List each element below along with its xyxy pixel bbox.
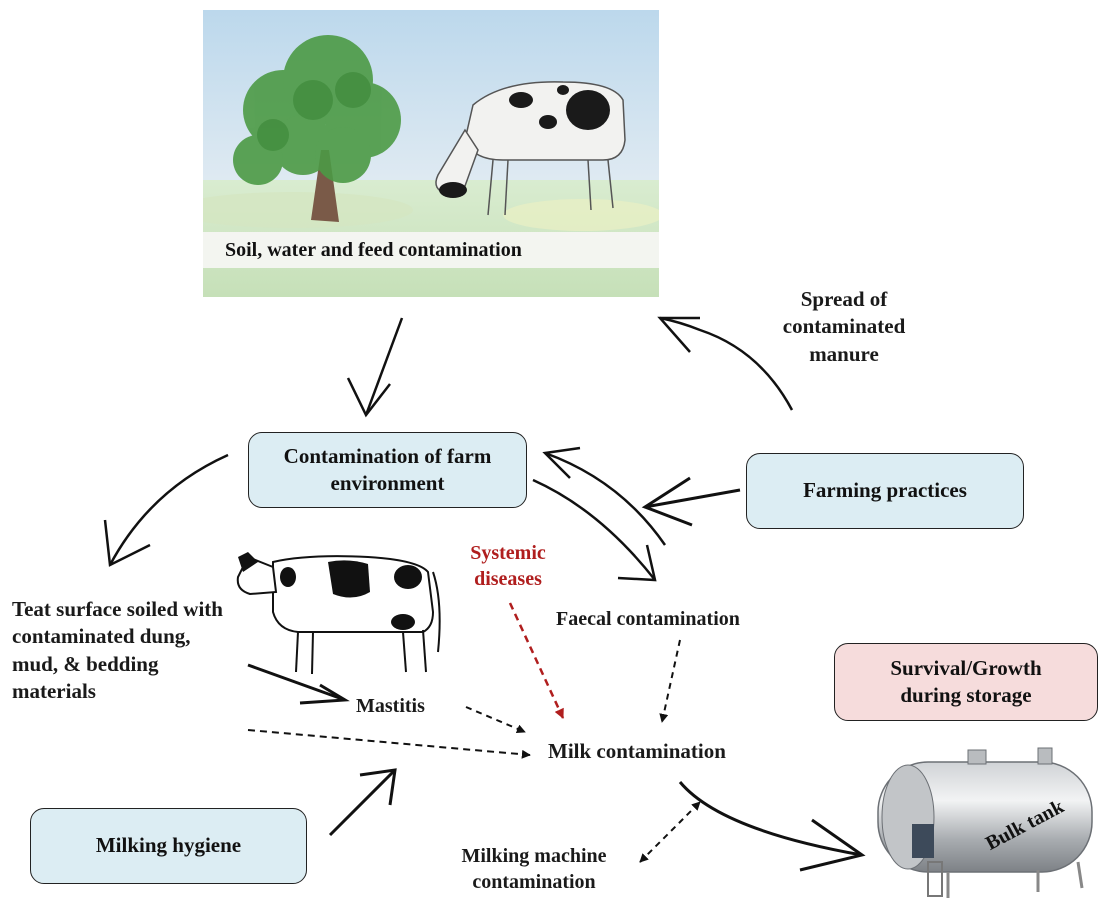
arrow-manure-to-scene <box>657 316 794 411</box>
node-milking-hygiene-label: Milking hygiene <box>95 833 242 858</box>
label-milk-contamination: Milk contamination <box>548 739 726 763</box>
arrow-farming-to-farm <box>641 476 741 527</box>
scene-caption: Soil, water and feed contamination <box>225 239 522 261</box>
landscape-painting: Soil, water and feed contamination <box>203 10 659 297</box>
arrow-faecal-to-farm <box>542 446 667 546</box>
arrow-machine-milk <box>639 801 701 863</box>
label-spread-manure: Spread of contaminated manure <box>782 287 906 366</box>
arrow-teat-to-mastitis <box>247 663 350 705</box>
bulk-tank-drawing: Bulk tank <box>877 747 1093 898</box>
node-survival-growth: Survival/Growth during storage <box>834 643 1098 721</box>
cow-image <box>228 532 448 682</box>
cow-drawing <box>236 552 441 675</box>
arrow-hygiene-to-milk <box>328 768 397 837</box>
arrow-mastitis-to-milk <box>465 706 526 733</box>
arrow-farm-to-teat <box>103 453 229 567</box>
node-farming-practices: Farming practices <box>746 453 1024 529</box>
label-faecal-contamination: Faecal contamination <box>556 608 740 630</box>
arrow-scene-to-farm <box>346 317 404 418</box>
node-milking-hygiene: Milking hygiene <box>30 808 307 884</box>
label-systemic-diseases: Systemic diseases <box>470 542 546 590</box>
arrow-faecal-to-milk <box>659 639 681 723</box>
arrow-milk-to-tank <box>678 781 866 872</box>
bulk-tank-image: Bulk tank <box>868 742 1102 900</box>
label-teat-surface: Teat surface soiled with contaminated du… <box>12 597 223 703</box>
arrow-systemic-to-milk <box>508 602 565 719</box>
arrow-farm-to-faecal <box>532 478 657 582</box>
node-farming-practices-label: Farming practices <box>803 478 967 503</box>
label-milking-machine: Milking machine contamination <box>461 845 607 893</box>
node-survival-growth-label: Survival/Growth during storage <box>890 655 1042 707</box>
node-farm-environment: Contamination of farm environment <box>248 432 527 508</box>
node-farm-environment-label: Contamination of farm environment <box>283 443 492 495</box>
landscape-image: Soil, water and feed contamination <box>203 10 659 297</box>
arrow-teat-to-milk <box>247 729 531 759</box>
label-mastitis: Mastitis <box>356 695 425 717</box>
